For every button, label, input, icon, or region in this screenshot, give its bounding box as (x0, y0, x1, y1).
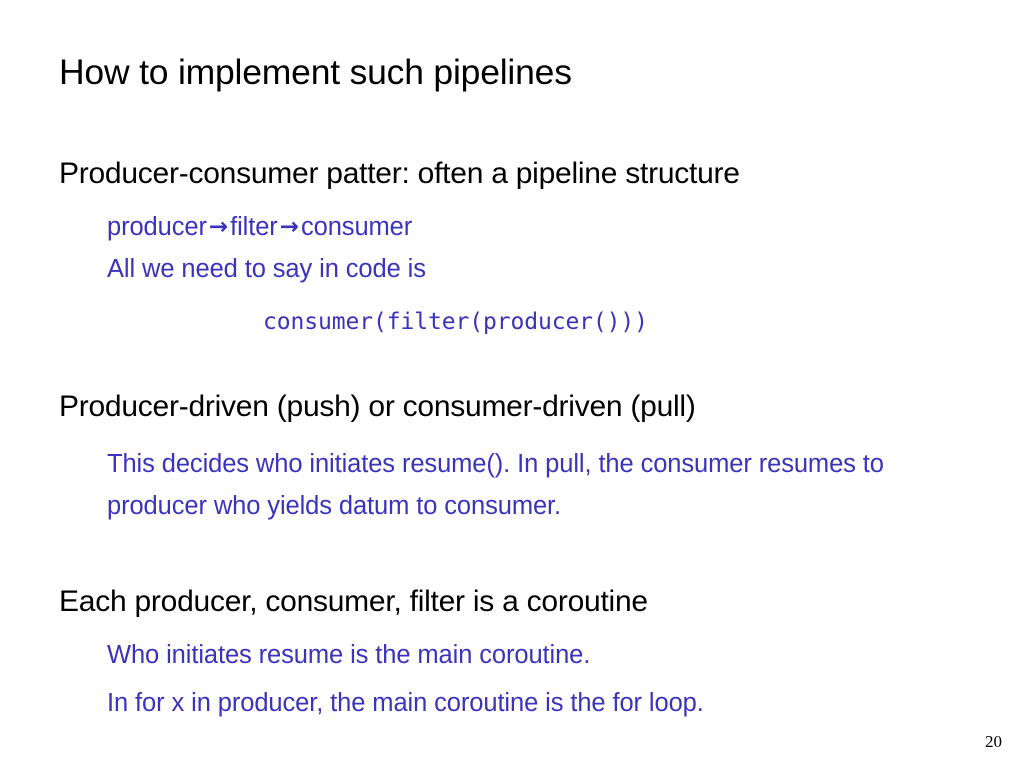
section-1-intro: All we need to say in code is (107, 255, 426, 283)
page-title: How to implement such pipelines (59, 52, 572, 92)
section-2-detail: This decides who initiates resume(). In … (107, 450, 884, 520)
section-2-heading: Producer-driven (push) or consumer-drive… (59, 390, 696, 423)
right-arrow-icon: → (208, 214, 229, 240)
right-arrow-icon: → (279, 214, 299, 240)
code-snippet: consumer(filter(producer())) (263, 309, 648, 335)
section-3-heading: Each producer, consumer, filter is a cor… (59, 585, 648, 618)
pipeline-step-filter: filter (230, 213, 278, 241)
section-3-detail-1: Who initiates resume is the main corouti… (107, 641, 591, 669)
section-1-heading: Producer-consumer patter: often a pipeli… (59, 157, 740, 190)
pipeline-flow: producer→filter→consumer (107, 206, 952, 249)
pipeline-step-producer: producer (107, 213, 207, 241)
pipeline-step-consumer: consumer (300, 213, 413, 241)
page-number: 20 (985, 732, 1002, 751)
section-3-detail-2: In for x in producer, the main coroutine… (107, 689, 704, 717)
